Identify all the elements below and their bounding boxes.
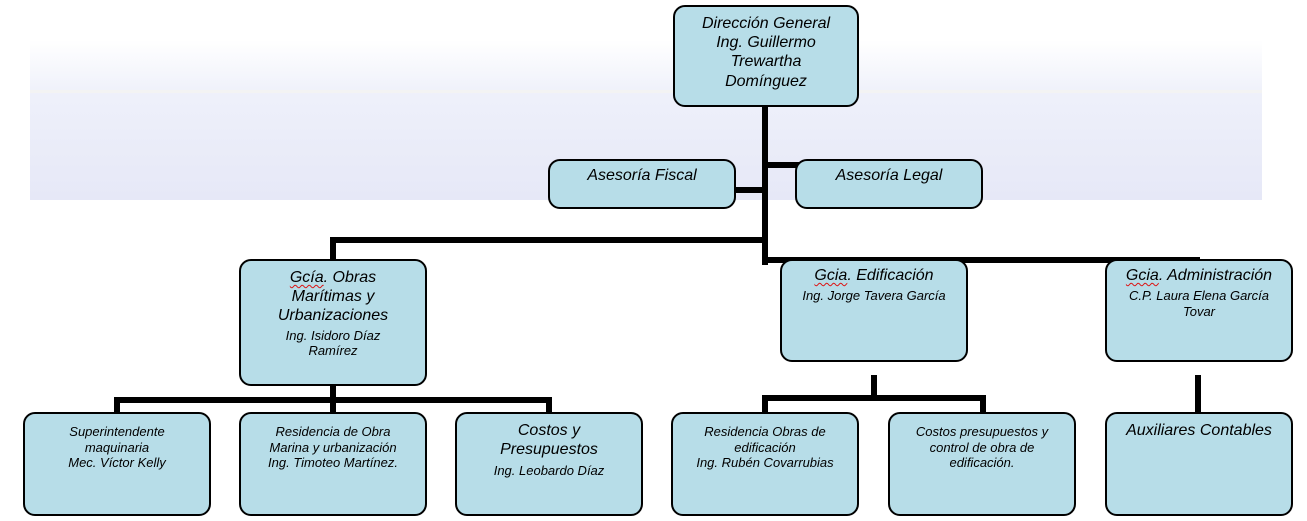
- node-direccion-line4: Domínguez: [725, 72, 807, 90]
- node-auxiliares-contables: Auxiliares Contables: [1105, 412, 1293, 516]
- node-asesoria-legal: Asesoría Legal: [795, 159, 983, 209]
- node-gcia-obras-person2: Ramírez: [308, 343, 358, 359]
- node-gcia-administracion-prefix: Gcia: [1125, 267, 1159, 284]
- node-superintendente-line1: Superintendente: [69, 424, 165, 439]
- node-costos-person: Ing. Leobardo Díaz: [493, 463, 605, 479]
- node-gcia-obras-line2: Marítimas y: [291, 288, 375, 306]
- node-superintendente-line2: maquinaria: [84, 439, 150, 455]
- node-asesoria-fiscal: Asesoría Fiscal: [548, 159, 736, 209]
- node-gcia-edificacion-title-rest: . Edificación: [847, 267, 934, 284]
- node-gcia-obras: Gcía. Obras Marítimas y Urbanizaciones I…: [239, 259, 427, 386]
- node-direccion-title: Dirección General: [701, 15, 831, 32]
- node-residencia-edificacion-line3: Ing. Rubén Covarrubias: [696, 455, 834, 471]
- node-asesoria-fiscal-title: Asesoría Fiscal: [587, 167, 697, 184]
- node-gcia-obras-title: Gcía. Obras: [290, 268, 376, 287]
- node-costos-line2: Presupuestos: [500, 441, 598, 459]
- node-gcia-administracion-title: Gcia. Administración: [1126, 266, 1272, 285]
- node-gcia-obras-person1: Ing. Isidoro Díaz: [285, 327, 381, 343]
- node-direccion-line3: Trewartha: [730, 53, 802, 71]
- node-auxiliares-title: Auxiliares Contables: [1126, 422, 1272, 439]
- node-direccion-line2: Ing. Guillermo: [716, 34, 816, 52]
- node-residencia-obra-line2: Marina y urbanización: [269, 439, 397, 455]
- node-direccion-general: Dirección General Ing. Guillermo Trewart…: [673, 5, 859, 107]
- node-superintendente: Superintendente maquinaria Mec. Víctor K…: [23, 412, 211, 516]
- node-costos-edificacion-line3: edificación.: [949, 455, 1015, 471]
- node-residencia-edificacion-line2: edificación: [734, 439, 796, 455]
- node-gcia-obras-title-rest: . Obras: [323, 269, 377, 286]
- node-gcia-obras-prefix: Gcía: [289, 269, 324, 286]
- node-costos-edificacion-line1: Costos presupuestos y: [915, 424, 1049, 439]
- node-gcia-edificacion-prefix: Gcia: [814, 267, 848, 284]
- node-residencia-obra-line1: Residencia de Obra: [275, 424, 391, 439]
- node-residencia-obra: Residencia de Obra Marina y urbanización…: [239, 412, 427, 516]
- node-gcia-edificacion-person: Ing. Jorge Tavera García: [802, 288, 946, 304]
- node-gcia-administracion-person2: Tovar: [1182, 303, 1216, 319]
- node-gcia-edificacion: Gcia. Edificación Ing. Jorge Tavera Garc…: [780, 259, 968, 362]
- node-costos-edificacion-line2: control de obra de: [929, 439, 1035, 455]
- node-gcia-administracion: Gcia. Administración C.P. Laura Elena Ga…: [1105, 259, 1293, 362]
- node-costos-edificacion: Costos presupuestos y control de obra de…: [888, 412, 1076, 516]
- node-asesoria-legal-title: Asesoría Legal: [835, 167, 943, 184]
- node-costos-line1: Costos y: [517, 422, 581, 439]
- node-gcia-administracion-title-rest: . Administración: [1158, 267, 1273, 284]
- node-residencia-obra-line3: Ing. Timoteo Martínez.: [268, 455, 398, 471]
- node-superintendente-line3: Mec. Víctor Kelly: [68, 455, 166, 471]
- node-residencia-edificacion-line1: Residencia Obras de: [704, 424, 826, 439]
- node-gcia-obras-line3: Urbanizaciones: [277, 307, 389, 325]
- node-gcia-edificacion-title: Gcia. Edificación: [814, 266, 933, 285]
- node-gcia-administracion-person1: C.P. Laura Elena García: [1129, 288, 1269, 304]
- node-residencia-edificacion: Residencia Obras de edificación Ing. Rub…: [671, 412, 859, 516]
- node-costos-presupuestos: Costos y Presupuestos Ing. Leobardo Díaz: [455, 412, 643, 516]
